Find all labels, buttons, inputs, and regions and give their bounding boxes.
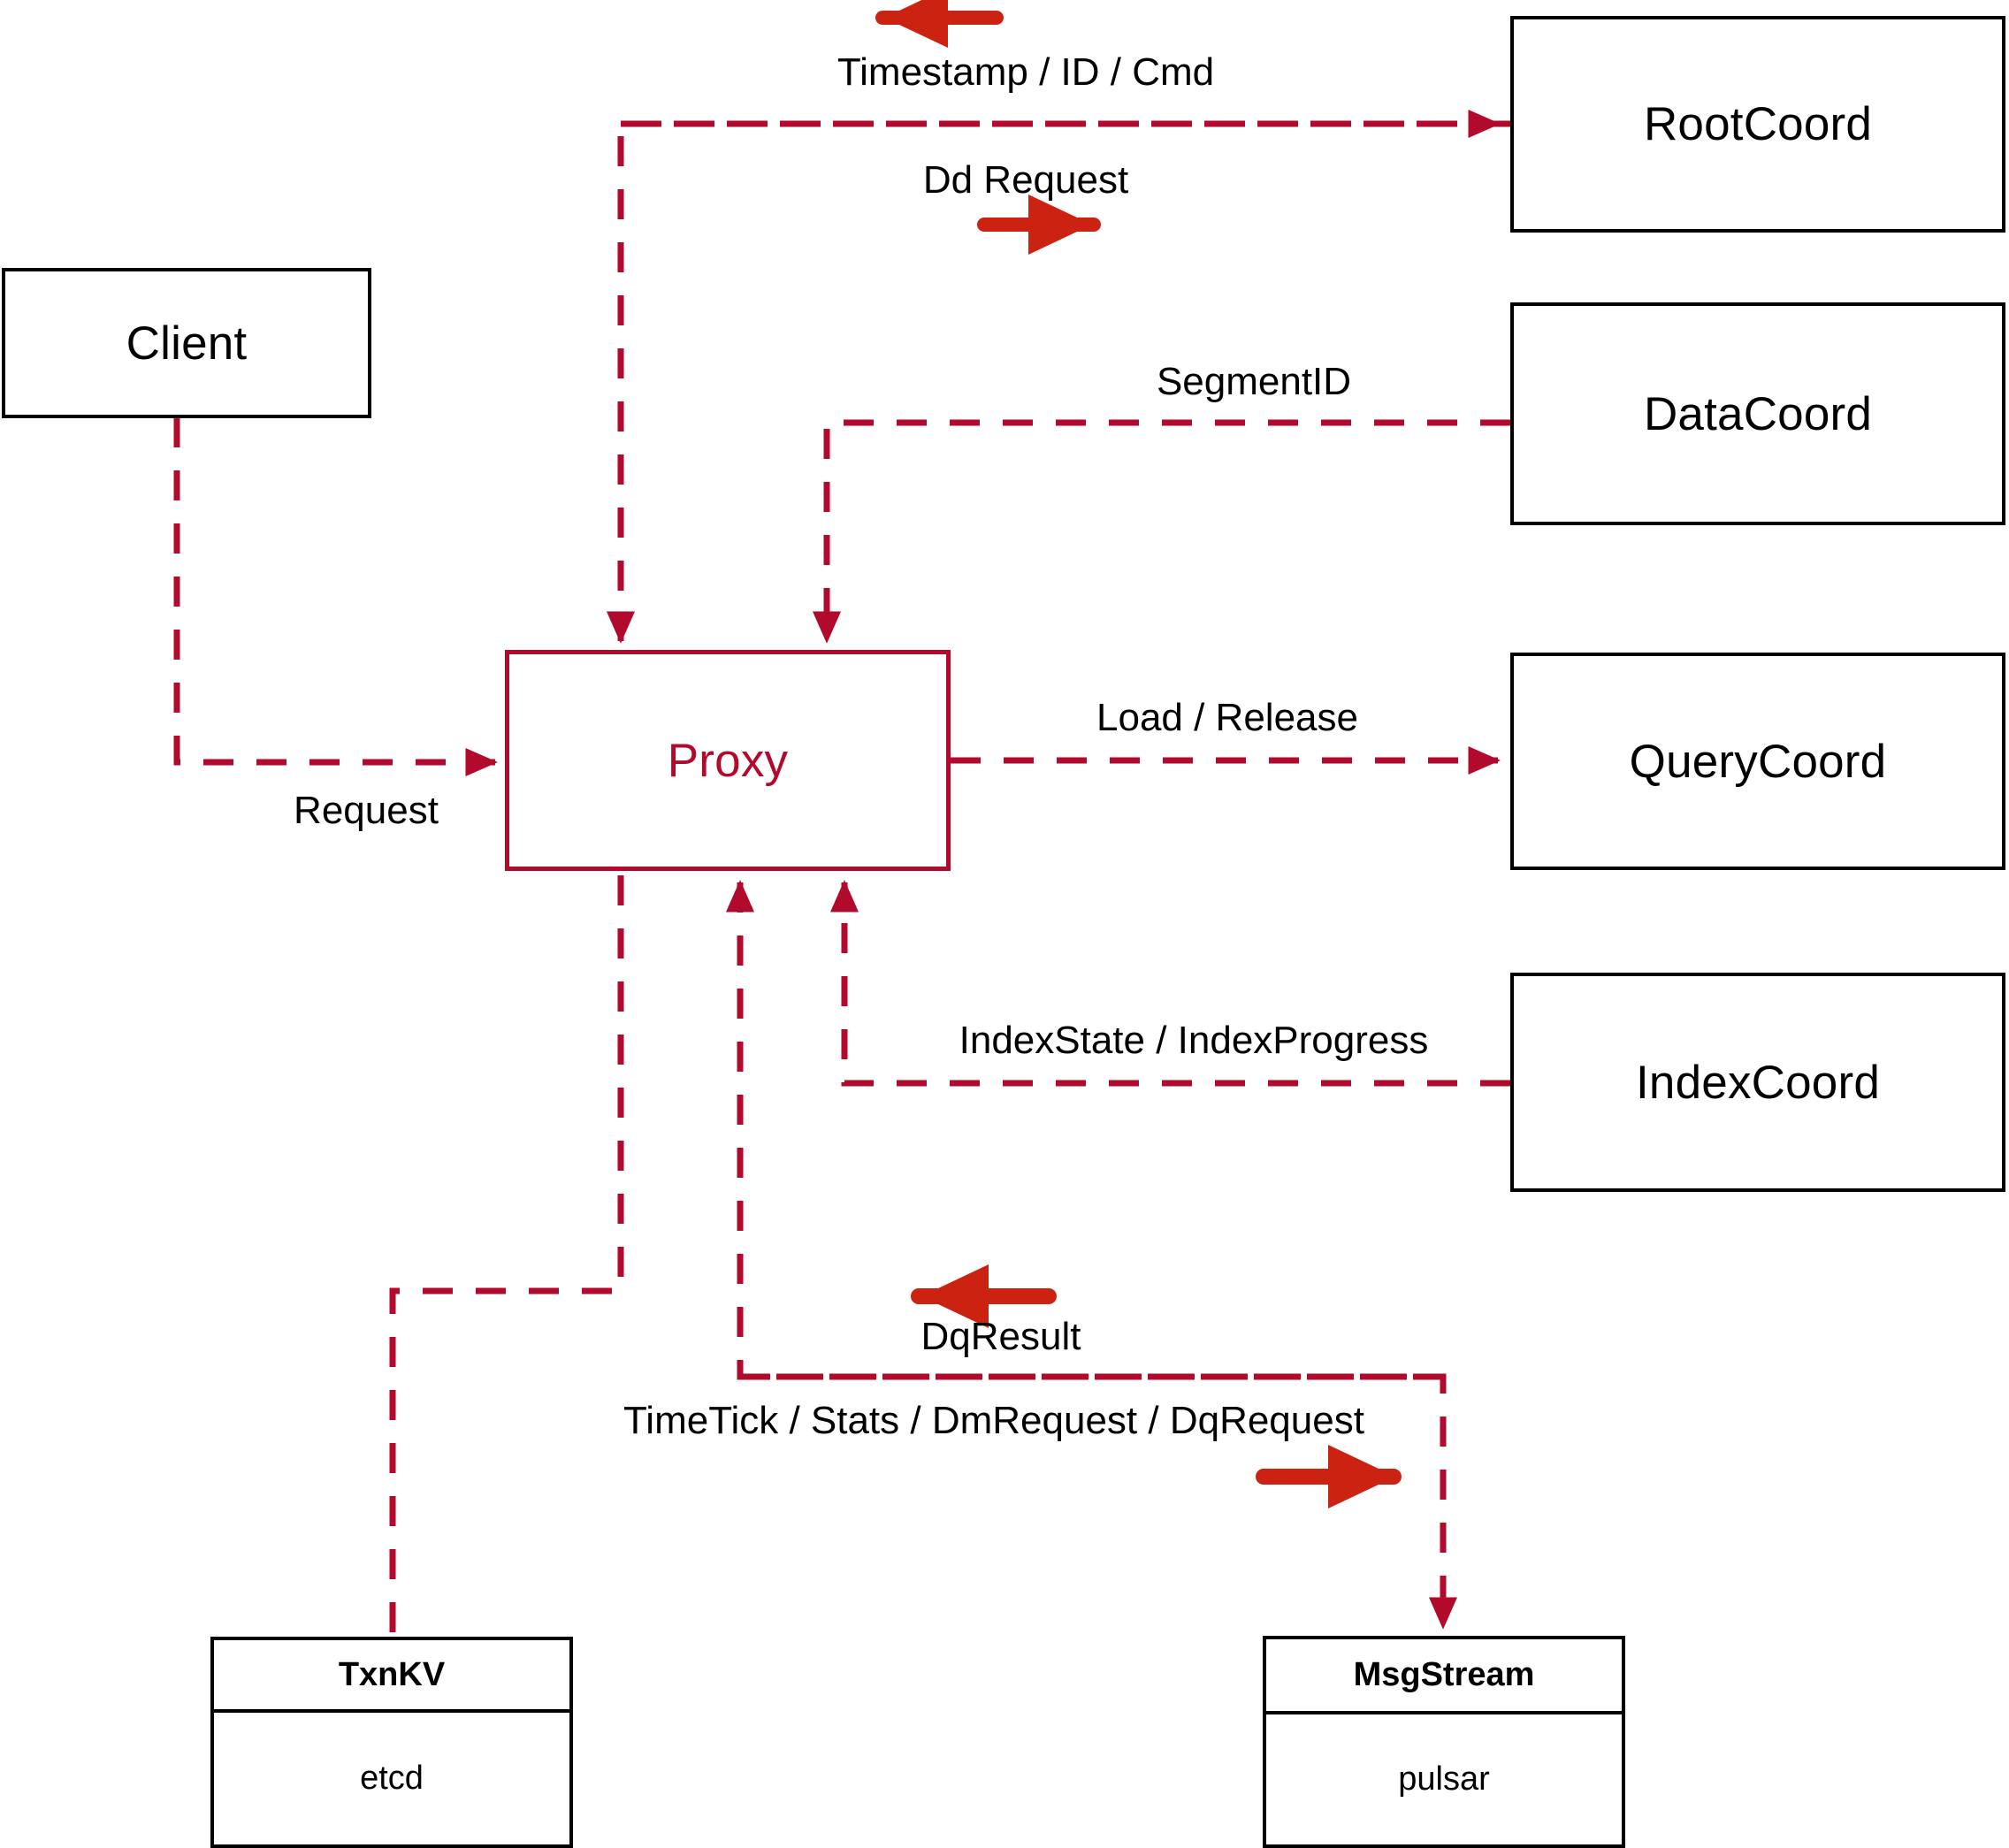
direction-arrow-timestamp [875, 0, 1004, 48]
edge-label-request: Request [294, 789, 439, 832]
direction-arrow-dqresult [911, 1264, 1057, 1328]
edge-label-indexstate: IndexState / IndexProgress [959, 1019, 1429, 1062]
node-data-coord-label: DataCoord [1643, 387, 1873, 440]
node-txnkv-title: TxnKV [214, 1640, 569, 1713]
node-client[interactable]: Client [2, 268, 371, 418]
edge-label-timestamp: Timestamp / ID / Cmd [836, 50, 1215, 94]
edge-label-ddrequest: Dd Request [922, 158, 1129, 202]
node-txnkv-impl: etcd [360, 1760, 424, 1797]
node-root-coord-label: RootCoord [1643, 98, 1873, 150]
edge-label-loadrelease: Load / Release [1096, 696, 1358, 739]
edge-label-dqresult: DqResult [920, 1315, 1081, 1358]
direction-arrow-timetick [1256, 1445, 1402, 1508]
node-index-coord-label: IndexCoord [1635, 1056, 1880, 1109]
edge-client-request [173, 417, 498, 777]
node-data-coord[interactable]: DataCoord [1510, 302, 2005, 525]
node-index-coord[interactable]: IndexCoord [1510, 973, 2005, 1192]
edge-proxy-txnkv [389, 875, 624, 1637]
node-proxy-label: Proxy [667, 734, 789, 787]
node-root-coord[interactable]: RootCoord [1510, 16, 2005, 233]
node-msgstream-title: MsgStream [1266, 1639, 1622, 1714]
edge-rootcoord-timestamp [606, 120, 1510, 644]
direction-arrow-ddrequest [977, 195, 1101, 255]
node-client-label: Client [126, 317, 248, 370]
edge-label-timetick: TimeTick / Stats / DmRequest / DqRequest [623, 1399, 1364, 1442]
node-proxy[interactable]: Proxy [505, 650, 951, 871]
node-msgstream-impl: pulsar [1398, 1760, 1490, 1798]
node-query-coord[interactable]: QueryCoord [1510, 653, 2005, 870]
edge-indexcoord-indexstate [829, 880, 1510, 1087]
node-msgstream[interactable]: MsgStream pulsar [1263, 1636, 1625, 1848]
edge-msgstream-dqresult [725, 880, 1443, 1380]
edge-proxy-timetick [740, 1373, 1458, 1630]
node-query-coord-label: QueryCoord [1629, 735, 1887, 788]
node-txnkv[interactable]: TxnKV etcd [210, 1637, 573, 1848]
edge-datacoord-segmentid [812, 419, 1510, 644]
edge-label-segmentid: SegmentID [1156, 360, 1352, 403]
